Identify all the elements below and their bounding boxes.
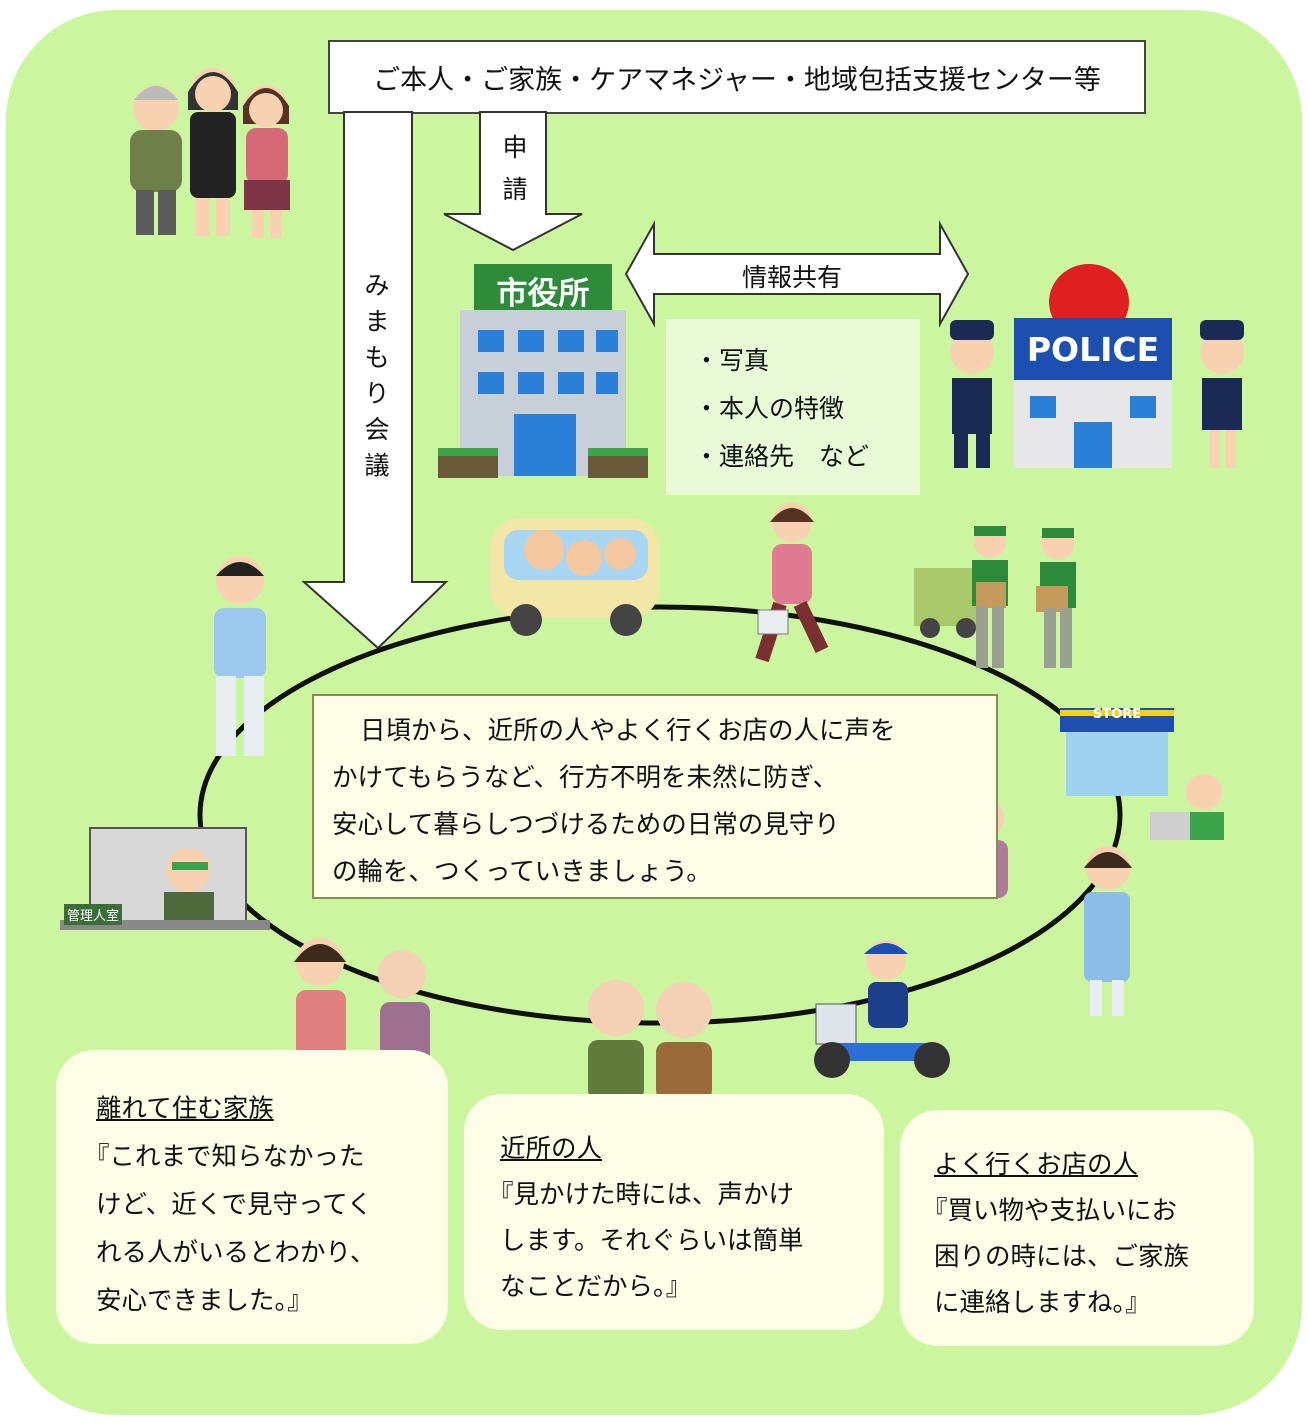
- family-comment-title: 離れて住む家族: [96, 1094, 274, 1124]
- mimamori-arrow: [301, 111, 449, 650]
- info-item-photo: ・写真: [694, 346, 770, 375]
- shop-staff-comment-line: 『買い物や支払いにお: [922, 1196, 1178, 1226]
- police-sign: POLICE: [1026, 330, 1160, 369]
- center-message-line-1: 日頃から、近所の人やよく行くお店の人に声を: [360, 716, 896, 746]
- family-comment-line: 安心できました。』: [96, 1286, 313, 1316]
- neighbor-comment-bubble: 近所の人 『見かけた時には、声かけ します。それぐらいは簡単 なことだから。』: [464, 1094, 884, 1330]
- application-arrow: [443, 111, 583, 252]
- applicants-box: ご本人・ご家族・ケアマネジャー・地域包括支援センター等: [328, 40, 1146, 114]
- family-comment-line: けど、近くで見守ってく: [96, 1190, 373, 1220]
- city-hall-sign: 市役所: [496, 276, 590, 312]
- shared-info-box: ・写真 ・本人の特徴 ・連絡先 など: [666, 319, 920, 495]
- manager-room-illustration: [60, 827, 270, 930]
- city-hall-illustration: [438, 264, 648, 478]
- caregiver-man-illustration: [214, 556, 266, 756]
- neighbor-comment-line: します。それぐらいは簡単: [500, 1226, 804, 1256]
- delivery-workers-illustration: [914, 526, 1076, 668]
- shop-staff-comment-bubble: よく行くお店の人 『買い物や支払いにお 困りの時には、ご家族 に連絡しますね。』: [900, 1110, 1254, 1346]
- neighbor-comment-line: 『見かけた時には、声かけ: [488, 1180, 795, 1210]
- info-item-features: ・本人の特徴: [694, 394, 845, 423]
- center-message-box: 日頃から、近所の人やよく行くお店の人に声を かけてもらうなど、行方不明を未然に防…: [312, 694, 998, 899]
- family-comment-bubble: 離れて住む家族 『これまで知らなかった けど、近くで見守ってく れる人がいるとわ…: [56, 1050, 448, 1344]
- family-group-illustration: [130, 68, 290, 238]
- motorbike-delivery-illustration: [814, 940, 950, 1078]
- police-station-illustration: [950, 264, 1244, 468]
- convenience-store-illustration: [1060, 708, 1224, 840]
- shop-staff-comment-line: に連絡しますね。』: [934, 1288, 1151, 1318]
- neighbors-illustration: [588, 980, 712, 1100]
- store-clerk-illustration: [1084, 846, 1132, 1016]
- manager-room-sign: 管理人室: [64, 904, 123, 925]
- neighbor-comment-title: 近所の人: [500, 1134, 603, 1164]
- application-label: 申請: [502, 133, 528, 204]
- family-comment-line: れる人がいるとわかり、: [96, 1238, 376, 1268]
- shop-staff-comment-title: よく行くお店の人: [934, 1150, 1139, 1180]
- mimamori-meeting-label: みまも り会議: [364, 271, 390, 480]
- info-share-arrow: [624, 220, 970, 328]
- info-share-label: 情報共有: [742, 263, 843, 292]
- neighbor-comment-line: なことだから。』: [500, 1272, 692, 1302]
- center-message-line-4: の輪を、つくっていきましょう。: [332, 857, 712, 887]
- family-comment-line: 『これまで知らなかった: [84, 1142, 365, 1172]
- shop-staff-comment-line: 困りの時には、ご家族: [934, 1242, 1190, 1272]
- store-sign: STORE: [1092, 707, 1142, 722]
- center-message-line-2: かけてもらうなど、行方不明を未然に防ぎ、: [332, 763, 839, 793]
- bus-illustration: [490, 518, 660, 636]
- info-item-contact: ・連絡先 など: [694, 442, 870, 471]
- walking-woman-illustration: [755, 502, 829, 663]
- family-handshake-illustration: [294, 938, 430, 1068]
- center-message-line-3: 安心して暮らしつづけるための日常の見守り: [332, 810, 840, 840]
